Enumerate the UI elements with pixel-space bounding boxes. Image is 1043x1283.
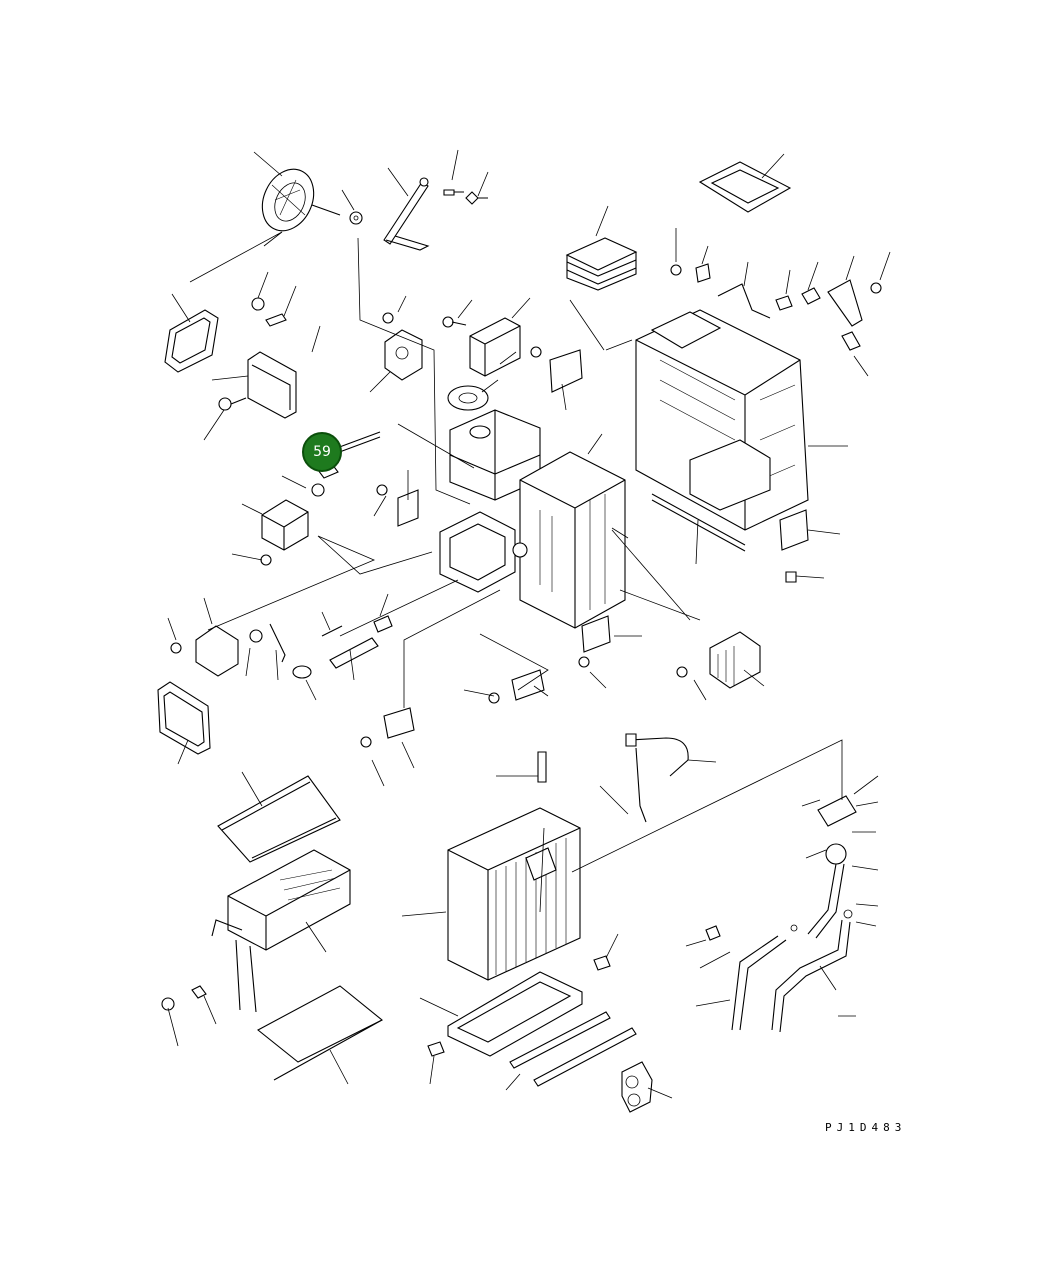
link-rod-part — [383, 177, 430, 251]
drain-tray-part — [447, 971, 583, 1057]
clamps-center — [360, 669, 545, 748]
servo-motor-part — [382, 312, 423, 381]
filter-stack-part — [565, 237, 638, 291]
actuator-motor-lower — [170, 623, 286, 677]
actuator-motor-upper — [260, 499, 309, 566]
screw-left — [218, 397, 247, 411]
pipe-assembly-part — [705, 919, 851, 1033]
drawing-code-label: PJ1D483 — [825, 1121, 907, 1134]
resistor-block — [676, 631, 761, 689]
filter-sheet-1 — [217, 775, 341, 863]
bracket-lower-center — [578, 615, 611, 668]
heater-core-part — [211, 849, 351, 1013]
evaporator-part — [447, 751, 581, 981]
blower-case-part — [439, 409, 626, 629]
seal-strip — [651, 493, 746, 552]
right-small-parts — [670, 263, 882, 351]
gasket-left — [164, 309, 219, 373]
gasket-lower-left — [157, 681, 211, 755]
sensor-wire-part — [625, 733, 689, 823]
plate-bracket-right — [779, 509, 809, 583]
bracket-plate-mid — [530, 346, 583, 393]
grommet-part — [621, 1061, 653, 1113]
spring-lever-parts — [292, 615, 393, 679]
filter-panel-left — [247, 351, 297, 419]
fan-wheel-part — [261, 168, 341, 232]
bracket-mid-left — [376, 484, 419, 527]
washer-part — [349, 211, 363, 225]
leader-lines — [167, 149, 891, 1099]
ring-part — [447, 385, 489, 411]
screws-top — [443, 189, 488, 205]
seal-strips-lower — [427, 955, 637, 1087]
filter-small — [442, 316, 521, 377]
heater-case-part — [635, 309, 809, 531]
expansion-valve-part — [807, 795, 857, 939]
clip-part — [251, 297, 287, 327]
callout-59-badge[interactable]: 59 — [302, 432, 342, 472]
gasket-top-right — [698, 161, 792, 213]
filter-sheet-2 — [257, 985, 384, 1081]
bolt-lower-left — [161, 985, 207, 1011]
